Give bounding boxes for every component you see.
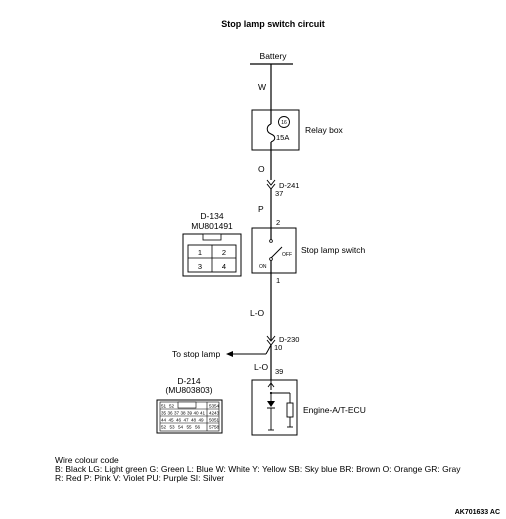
d214-pin: 38 bbox=[181, 411, 187, 416]
d214-pin: 45 bbox=[169, 418, 175, 423]
d214-pin: 55 bbox=[187, 425, 193, 430]
wire-code-line1: B: Black LG: Light green G: Green L: Blu… bbox=[55, 464, 461, 474]
stop-lamp-switch-box bbox=[251, 227, 297, 274]
wire-label-w: W bbox=[258, 82, 266, 92]
connector-d134-part: MU801491 bbox=[191, 221, 233, 231]
to-stop-lamp-label: To stop lamp bbox=[172, 349, 220, 359]
switch-on-label: ON bbox=[259, 264, 267, 270]
d214-pin: 36 bbox=[168, 411, 174, 416]
d214-pin: 57 bbox=[209, 425, 215, 430]
d214-pin: 47 bbox=[184, 418, 190, 423]
d134-pin-4: 4 bbox=[222, 262, 226, 271]
wire-label-p: P bbox=[258, 204, 264, 214]
wire-code-title: Wire colour code bbox=[55, 455, 119, 465]
d214-pin: 35 bbox=[161, 411, 167, 416]
ecu-diode-icon bbox=[267, 401, 275, 407]
d214-pin: 52 bbox=[169, 404, 175, 409]
connector-d214-diagram bbox=[156, 399, 223, 434]
d134-pin-2: 2 bbox=[222, 248, 226, 257]
battery-label: Battery bbox=[260, 51, 288, 61]
arrow-to-stop-lamp bbox=[226, 351, 233, 357]
relay-box bbox=[251, 109, 300, 151]
connector-d230-pin: 10 bbox=[274, 343, 282, 352]
d214-pin: 53 bbox=[170, 425, 176, 430]
connector-d241-pin: 37 bbox=[275, 189, 283, 198]
switch-off-label: OFF bbox=[282, 252, 292, 258]
d214-pin: 51 bbox=[214, 418, 220, 423]
wire-label-o: O bbox=[258, 164, 265, 174]
fuse-number-circle bbox=[278, 116, 290, 128]
d214-pin: 51 bbox=[161, 404, 167, 409]
figure-code: AK701633 AC bbox=[455, 509, 500, 516]
d214-pin: 48 bbox=[191, 418, 197, 423]
diagram-title: Stop lamp switch circuit bbox=[221, 19, 325, 29]
fuse-number: 16 bbox=[281, 120, 287, 126]
d214-pin: 53 bbox=[209, 404, 215, 409]
stop-lamp-switch-label: Stop lamp switch bbox=[301, 245, 366, 255]
d214-pin: 42 bbox=[209, 411, 215, 416]
connector-d230-symbol bbox=[266, 335, 276, 342]
connector-d214-name: D-214 bbox=[177, 376, 200, 386]
d214-pin: 40 bbox=[194, 411, 200, 416]
d214-pin: 43 bbox=[214, 411, 220, 416]
d214-pin: 37 bbox=[174, 411, 180, 416]
switch-contact bbox=[270, 246, 283, 259]
connector-d241-symbol bbox=[266, 179, 276, 186]
fuse-symbol bbox=[266, 123, 276, 143]
ecu-resistor-icon bbox=[286, 402, 294, 418]
fuse-rating: 15A bbox=[276, 133, 289, 142]
ecu-label: Engine-A/T-ECU bbox=[303, 405, 366, 415]
switch-pin-bottom: 1 bbox=[276, 276, 280, 285]
wire-label-lo-1: L-O bbox=[250, 308, 265, 318]
d214-pin: 54 bbox=[214, 404, 220, 409]
d214-pin: 50 bbox=[209, 418, 215, 423]
d214-pin: 49 bbox=[199, 418, 205, 423]
connector-d134-name: D-134 bbox=[200, 211, 223, 221]
switch-pin-top: 2 bbox=[276, 218, 280, 227]
d214-pin: 44 bbox=[161, 418, 167, 423]
relay-box-label: Relay box bbox=[305, 125, 344, 135]
d134-pin-3: 3 bbox=[198, 262, 202, 271]
d214-pin: 54 bbox=[178, 425, 184, 430]
connector-d230-name: D-230 bbox=[279, 335, 299, 344]
connector-d214-part: (MU803803) bbox=[165, 385, 212, 395]
d214-pin: 41 bbox=[200, 411, 206, 416]
ecu-box bbox=[251, 379, 298, 436]
d214-pin: 58 bbox=[214, 425, 220, 430]
connector-d241-name: D-241 bbox=[279, 181, 299, 190]
d214-pin: 56 bbox=[195, 425, 201, 430]
d214-pin: 39 bbox=[187, 411, 193, 416]
d214-pin: 52 bbox=[161, 425, 167, 430]
ecu-pin: 39 bbox=[275, 367, 283, 376]
wire-code-line2: R: Red P: Pink V: Violet PU: Purple SI: … bbox=[55, 473, 224, 483]
d214-pin: 46 bbox=[176, 418, 182, 423]
wire-label-lo-2: L-O bbox=[254, 362, 269, 372]
d134-pin-1: 1 bbox=[198, 248, 202, 257]
